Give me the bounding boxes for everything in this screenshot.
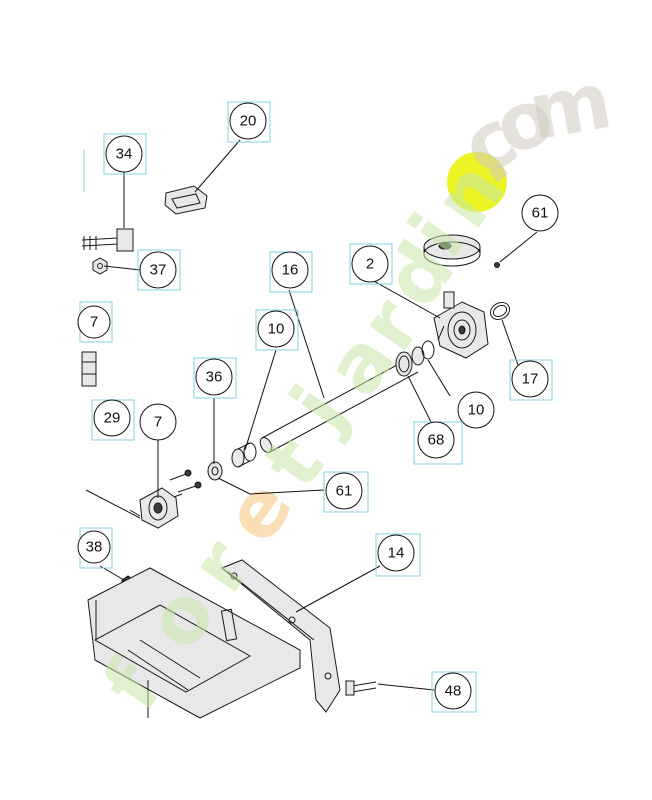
callout-label: 48 [445, 683, 462, 700]
callout-label: 34 [116, 146, 133, 163]
callout-label: 61 [336, 483, 353, 500]
callout-label: 36 [206, 369, 223, 386]
part-7-flange-bearing [85, 487, 179, 529]
callout-c10a: 10 [255, 309, 299, 351]
part-17-o-ring [489, 301, 511, 321]
callout-label: 7 [90, 314, 98, 331]
leader-lines [99, 139, 538, 691]
part-29-spacer [81, 351, 97, 387]
callout-c34: 34 [103, 133, 147, 175]
callout-c14: 14 [375, 533, 421, 577]
part-2-gearbox [433, 291, 489, 359]
part-14-frame [87, 559, 341, 719]
part-48-bolt [345, 680, 377, 696]
callout-label: 10 [268, 321, 285, 338]
callout-label: 20 [240, 113, 257, 130]
callout-c48: 48 [431, 671, 477, 713]
part-68-ring [395, 351, 413, 377]
callout-c61a: 61 [521, 194, 559, 232]
part-10-bushing-left [231, 442, 257, 468]
part-16-shaft [259, 357, 419, 453]
callout-c17: 17 [509, 359, 553, 401]
callout-label: 2 [366, 256, 374, 273]
callout-c7a: 7 [77, 301, 113, 343]
callout-c16: 16 [269, 251, 313, 293]
callout-c61b: 61 [323, 471, 369, 513]
callout-label: 16 [282, 262, 299, 279]
part-61-pin [494, 262, 500, 268]
callout-label: 68 [428, 432, 445, 449]
part-36-bearing [207, 461, 223, 481]
callout-label: 29 [104, 410, 121, 427]
callout-c29: 29 [91, 399, 135, 441]
callout-label: 10 [468, 402, 485, 419]
callout-label: 7 [154, 414, 162, 431]
part-pulley [423, 234, 481, 267]
callout-label: 14 [388, 545, 405, 562]
part-34-bolt [81, 228, 134, 252]
part-10-bushing-right [411, 340, 435, 366]
callout-c10b: 10 [457, 391, 495, 429]
callout-c37: 37 [137, 249, 181, 291]
callout-c68: 68 [413, 421, 463, 465]
callout-label: 37 [150, 262, 167, 279]
watermark-highlight [447, 152, 507, 212]
part-37-nut [92, 257, 108, 275]
watermark-logo: f o r e t j a r d i n . c o m [87, 56, 619, 726]
part-20-clip [164, 185, 208, 215]
callout-label: 61 [532, 205, 549, 222]
svg-text:m: m [522, 56, 618, 159]
callout-c36: 36 [193, 357, 237, 399]
callout-label: 38 [86, 539, 103, 556]
callout-c7b: 7 [139, 403, 177, 441]
callout-c38: 38 [77, 527, 113, 569]
callout-c20: 20 [227, 101, 271, 143]
callout-c2: 2 [349, 243, 393, 285]
callout-label: 17 [522, 371, 539, 388]
